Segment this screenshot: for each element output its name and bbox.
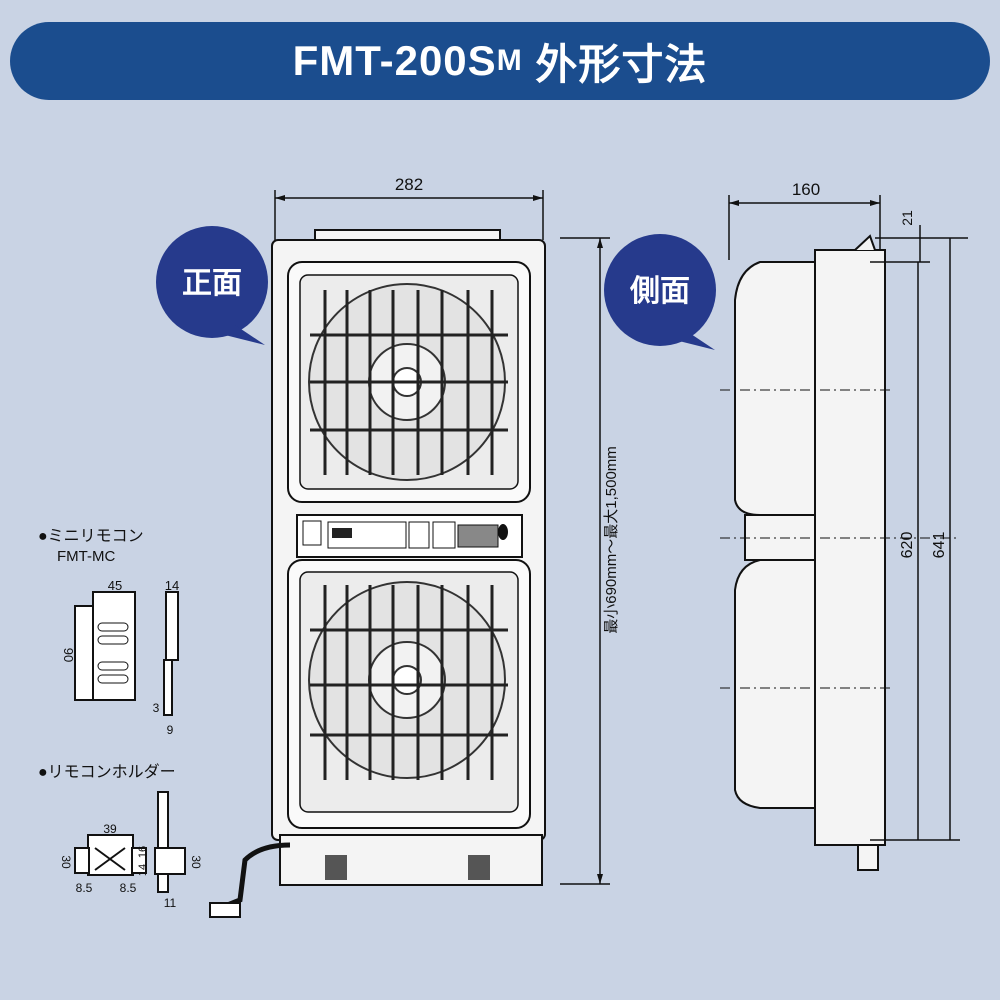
holder-inner-b: 16 (137, 846, 149, 858)
holder-left-margin: 8.5 (76, 881, 93, 895)
side-bottom-bracket (857, 844, 879, 871)
title-subtitle: 外形寸法 (535, 40, 708, 88)
lower-fan-panel (287, 559, 531, 829)
side-depth-dimension: 160 (728, 180, 881, 260)
mini-remote-width: 45 (108, 578, 122, 593)
lower-housing-side (734, 559, 816, 809)
holder-depth: 11 (164, 896, 177, 910)
side-bubble (604, 234, 716, 346)
bottom-latch-left (325, 855, 347, 880)
title-model-suffix: M (496, 44, 523, 77)
power-cord (214, 842, 291, 913)
front-bubble (156, 226, 268, 338)
holder-width: 39 (103, 822, 117, 836)
front-label: 正面 (182, 267, 242, 300)
side-label: 側面 (629, 275, 690, 308)
holder-left-height: 30 (59, 855, 73, 869)
mini-remote-bottom-width: 9 (167, 723, 174, 737)
mini-remote-depth: 14 (165, 578, 179, 593)
mini-remote-height: 90 (61, 648, 76, 662)
remote-holder-heading: ●リモコンホルダー (38, 763, 176, 781)
side-height-dimensions: 620 641 (870, 225, 968, 841)
front-height-label: 最小690mm～最大1,500mm (603, 446, 620, 634)
holder-right-margin: 8.5 (120, 881, 137, 895)
upper-housing-side (734, 261, 816, 516)
side-depth-label: 160 (792, 180, 820, 199)
mini-remote-heading: ●ミニリモコン (38, 528, 144, 545)
side-view: 160 21 620 641 側面 (604, 180, 968, 871)
mini-remote-step: 3 (153, 701, 160, 715)
bottom-box (279, 834, 543, 886)
holder-inner-a: 14 (137, 864, 149, 876)
title-model: FMT-200S (292, 37, 497, 84)
front-view: 282 (156, 175, 620, 918)
side-frame (814, 249, 886, 846)
control-panel (296, 514, 523, 558)
bottom-latch-right (468, 855, 490, 880)
front-width-label: 282 (395, 175, 423, 194)
mini-remote: ●ミニリモコン FMT-MC 45 90 14 3 9 (38, 528, 179, 737)
holder-right-height: 30 (189, 855, 203, 869)
side-total-height-label: 641 (931, 532, 948, 559)
mini-remote-model: FMT-MC (57, 548, 115, 565)
side-offset-label: 21 (899, 210, 915, 226)
front-width-dimension: 282 (274, 175, 544, 240)
power-plug (209, 902, 241, 918)
front-height-dimension: 最小690mm～最大1,500mm (560, 237, 620, 885)
remote-holder: ●リモコンホルダー 39 30 14 16 8.5 8.5 30 11 (38, 763, 203, 910)
side-body-height-label: 620 (899, 532, 916, 559)
upper-fan-panel (287, 261, 531, 503)
